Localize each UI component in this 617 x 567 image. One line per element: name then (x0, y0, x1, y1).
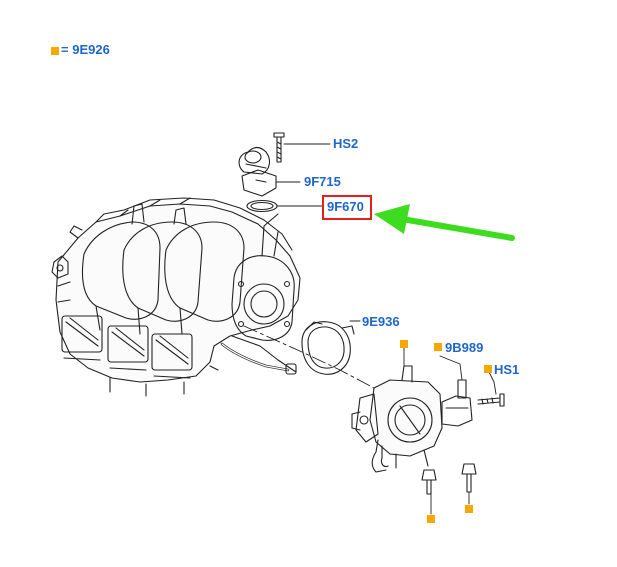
legend-text: = 9E926 (61, 43, 110, 57)
legend-equals: = (61, 42, 69, 57)
callout-hs2: HS2 (333, 136, 359, 151)
highlight-box (322, 195, 372, 220)
callout-9b989: 9B989 (445, 340, 484, 355)
marker-square (434, 343, 442, 351)
legend-marker-square (51, 47, 59, 55)
marker-square (465, 505, 473, 513)
legend-code: 9E926 (72, 42, 110, 57)
marker-square (484, 365, 492, 373)
callout-9f670: 9F670 (327, 199, 364, 214)
marker-square (400, 340, 408, 348)
bottom-sensors (421, 463, 477, 495)
leader-lines (275, 143, 497, 515)
intake-manifold (51, 197, 301, 397)
callout-hs1: HS1 (494, 362, 520, 377)
seal-9f670 (246, 199, 278, 213)
pcv-elbow-9f715 (238, 146, 277, 197)
assembly-centerline (243, 325, 375, 389)
throttle-body (351, 365, 473, 473)
callout-9f715: 9F715 (304, 174, 341, 189)
gasket-9e936 (301, 321, 355, 375)
callout-9e936: 9E936 (362, 314, 400, 329)
hs1-screw (477, 393, 505, 407)
hs2-screw (273, 132, 285, 163)
marker-square (427, 515, 435, 523)
pointer-arrow (374, 204, 515, 241)
